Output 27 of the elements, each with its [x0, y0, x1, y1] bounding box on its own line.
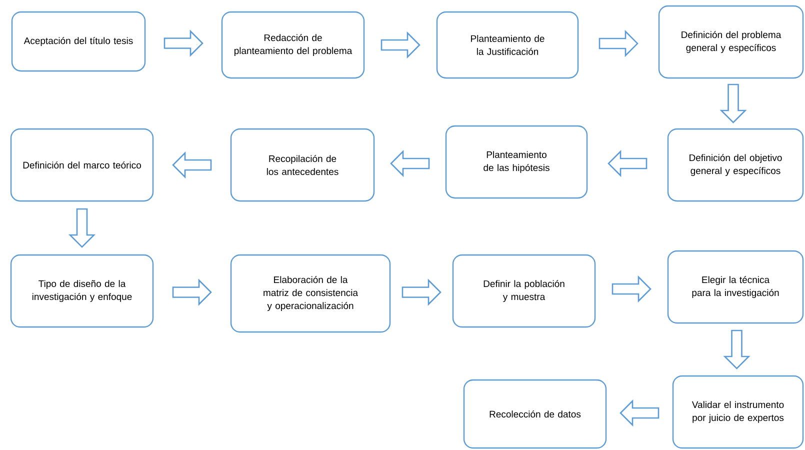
block-arrow — [608, 150, 648, 178]
process-box: Definición del marco teórico — [10, 128, 154, 202]
process-box: Definición del objetivo general y específicos — [667, 128, 804, 202]
block-arrow — [390, 150, 430, 178]
block-arrow — [68, 208, 96, 248]
block-arrow — [612, 275, 652, 303]
process-box: Definición del problema general y específicos — [658, 5, 804, 79]
process-box: Planteamiento de la Justificación — [436, 11, 579, 79]
block-arrow — [723, 330, 750, 370]
block-arrow — [164, 30, 204, 57]
block-arrow — [598, 30, 638, 58]
block-arrow — [172, 278, 212, 306]
process-box: Aceptación del título tesis — [11, 11, 146, 72]
process-box: Planteamiento de las hipótesis — [445, 125, 588, 199]
process-box: Elegir la técnica para la investigación — [667, 250, 804, 324]
process-box: Elaboración de la matriz de consistencia y operacionalización — [230, 254, 391, 333]
block-arrow — [172, 151, 212, 179]
process-box: Validar el instrumento por juicio de expertos — [672, 375, 804, 449]
process-box: Recolección de datos — [463, 379, 607, 449]
process-box: Definir la población y muestra — [452, 254, 596, 328]
process-box: Redacción de planteamiento del problema — [221, 11, 365, 79]
block-arrow — [380, 31, 420, 59]
block-arrow — [720, 84, 747, 124]
block-arrow — [620, 399, 660, 427]
process-box: Tipo de diseño de la investigación y enfoque — [10, 254, 154, 328]
process-box: Recopilación de los antecedentes — [230, 128, 375, 202]
block-arrow — [402, 278, 442, 306]
